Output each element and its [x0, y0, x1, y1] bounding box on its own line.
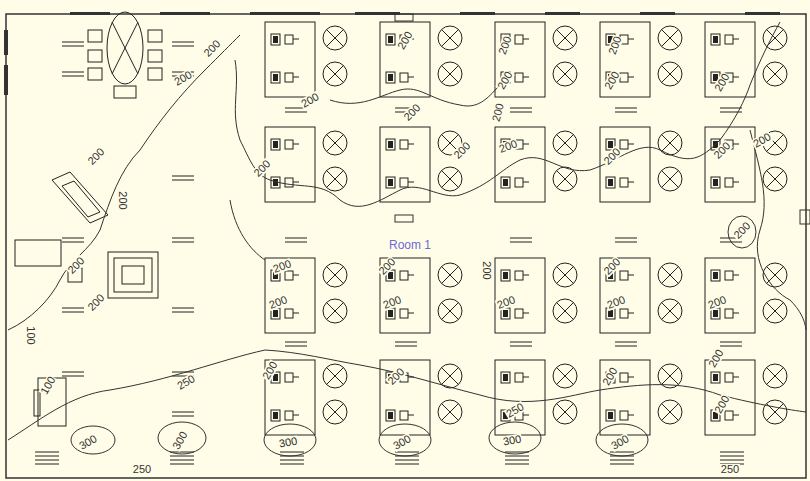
room-name: Room 1	[388, 240, 432, 251]
isolux-value: 200	[267, 293, 290, 310]
isolux-value: 200	[712, 392, 732, 415]
isolux-value: 300	[170, 428, 190, 451]
isolux-value: 200	[271, 257, 294, 274]
isolux-value: 200	[401, 101, 423, 123]
isolux-value: 200	[116, 190, 127, 210]
isolux-value: 200	[750, 130, 773, 150]
isolux-value: 200	[251, 157, 273, 179]
isolux-value: 200	[451, 139, 473, 161]
isolux-value: 200	[495, 293, 518, 310]
isolux-value: 200	[600, 364, 620, 387]
isolux-value: 250	[132, 464, 152, 475]
isolux-value: 200	[706, 346, 726, 369]
isolux-value: 200	[381, 293, 404, 310]
isolux-value: 200	[496, 34, 513, 57]
isolux-value: 200	[605, 293, 628, 310]
isolux-value: 250	[174, 372, 197, 392]
isolux-value: 200	[65, 254, 87, 276]
isolux-value: 200	[490, 101, 506, 124]
isolux-value: 250	[720, 464, 740, 475]
isolux-value: 100	[38, 373, 58, 396]
isolux-value: 200	[385, 365, 407, 387]
isolux-value: 200	[706, 293, 729, 310]
isolux-value: 200	[602, 68, 622, 91]
isolux-value: 200	[395, 28, 415, 51]
isolux-value: 200	[85, 291, 107, 313]
isolux-value: 300	[501, 433, 523, 447]
isolux-value: 300	[76, 432, 99, 452]
isolux-value: 300	[277, 435, 299, 449]
isolux-value: 200	[731, 219, 753, 241]
isolux-value: 200	[495, 68, 515, 91]
isolux-value: 100	[24, 325, 35, 345]
isolux-value: 200	[85, 145, 107, 167]
isolux-value: 200	[497, 137, 520, 154]
isolux-value: 200	[480, 260, 491, 280]
isolux-value: 200	[298, 90, 321, 110]
